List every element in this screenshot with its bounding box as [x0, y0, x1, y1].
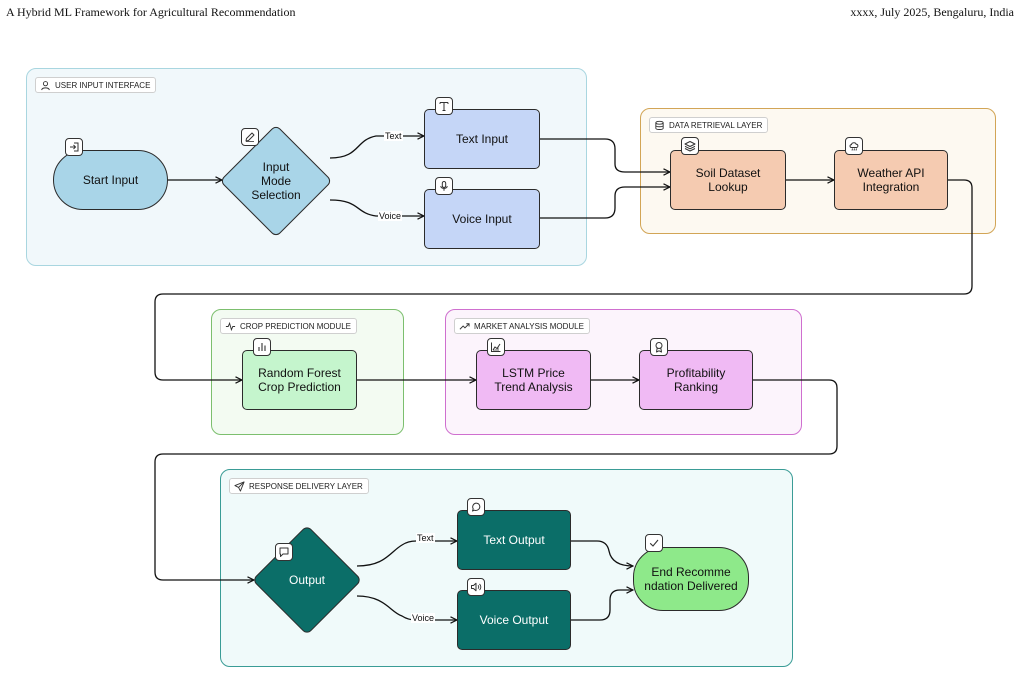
database-icon: [655, 120, 664, 130]
user-icon: [41, 80, 50, 90]
group-label-text: MARKET ANALYSIS MODULE: [474, 321, 584, 331]
pulse-icon: [225, 321, 236, 331]
output-label: Output: [288, 573, 326, 587]
input-mode-selection-label: Input Mode Selection: [251, 160, 301, 202]
award-icon: [650, 338, 668, 356]
input-mode-selection-diamond: Input Mode Selection: [219, 124, 333, 238]
edge-label-text-input: Text: [384, 131, 403, 141]
group-label-text: RESPONSE DELIVERY LAYER: [249, 481, 363, 491]
edge-voice-to-soil: [540, 187, 670, 219]
layers-icon: [681, 137, 699, 155]
lstm-price-trend-node: LSTM Price Trend Analysis: [476, 350, 591, 410]
text-type-icon: [435, 97, 453, 115]
group-label-data-retrieval: DATA RETRIEVAL LAYER: [649, 117, 769, 133]
output-diamond: Output: [251, 524, 363, 636]
message-square-icon: [275, 543, 293, 561]
random-forest-node: Random Forest Crop Prediction: [242, 350, 357, 410]
page-header-venue: xxxx, July 2025, Bengaluru, India: [850, 5, 1014, 19]
line-chart-icon: [487, 338, 505, 356]
group-label-text: USER INPUT INTERFACE: [55, 80, 151, 90]
weather-api-integration-node: Weather API Integration: [834, 150, 948, 210]
speaker-icon: [467, 578, 485, 596]
edge-label-text-output: Text: [416, 533, 435, 543]
group-label-user-input: USER INPUT INTERFACE: [35, 77, 157, 93]
voice-output-node: Voice Output: [457, 590, 571, 650]
end-recommendation-node: End Recomme ndation Delivered: [633, 547, 749, 611]
group-label-crop-prediction: CROP PREDICTION MODULE: [220, 318, 357, 334]
group-label-text: DATA RETRIEVAL LAYER: [669, 120, 763, 130]
edge-voiceout-to-end: [571, 590, 633, 621]
edge-textout-to-end: [571, 540, 633, 566]
profitability-ranking-node: Profitability Ranking: [639, 350, 753, 410]
start-input-node: Start Input: [53, 150, 168, 210]
edge-text-to-soil: [540, 138, 670, 172]
edge-output-to-voiceout: [356, 595, 457, 620]
send-icon: [234, 480, 245, 492]
group-label-text: CROP PREDICTION MODULE: [240, 321, 351, 331]
trend-up-icon: [459, 322, 470, 330]
page-header-title: A Hybrid ML Framework for Agricultural R…: [6, 5, 296, 19]
check-icon: [645, 534, 663, 552]
edge-output-to-textout: [356, 541, 457, 567]
soil-dataset-lookup-node: Soil Dataset Lookup: [670, 150, 786, 210]
microphone-icon: [435, 177, 453, 195]
group-label-response-delivery: RESPONSE DELIVERY LAYER: [229, 478, 369, 494]
edge-mode-to-voice: [329, 199, 424, 216]
enter-icon: [65, 138, 83, 156]
edge-label-voice-input: Voice: [378, 211, 403, 221]
edge-mode-to-text: [329, 136, 424, 159]
text-output-node: Text Output: [457, 510, 571, 570]
edge-label-voice-output: Voice: [411, 613, 436, 623]
text-input-node: Text Input: [424, 109, 540, 169]
edge-profit-to-output: [154, 379, 838, 580]
voice-input-node: Voice Input: [424, 189, 540, 249]
pencil-icon: [241, 128, 259, 146]
bar-chart-icon: [253, 338, 271, 356]
group-label-market-analysis: MARKET ANALYSIS MODULE: [454, 318, 590, 334]
message-circle-icon: [467, 498, 485, 516]
cloud-rain-icon: [845, 137, 863, 155]
edge-weather-to-randomforest: [154, 179, 973, 380]
